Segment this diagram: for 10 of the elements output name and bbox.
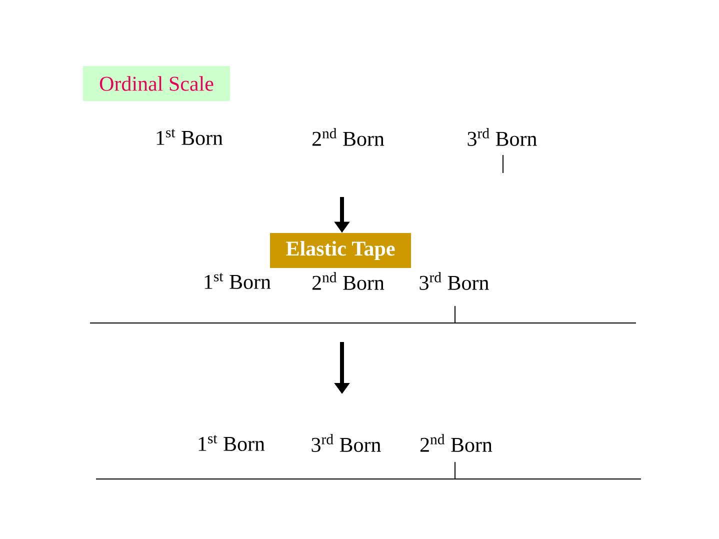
rank-label: 2$^{nd}$ Born (312, 128, 384, 146)
rank-label: 3$^{rd}$ Born (312, 434, 381, 452)
rank-label: 1$^{st}$ Born (156, 129, 223, 145)
rank-label: 1$^{st}$ Born (204, 273, 271, 289)
label-box: Elastic Tape (270, 233, 411, 268)
rank-label: 2$^{nd}$ Born (420, 434, 492, 452)
rank-label: 3$^{rd}$ Born (468, 128, 537, 146)
title-box: Ordinal Scale (83, 66, 230, 101)
rank-label: 3$^{rd}$ Born (420, 272, 489, 290)
rank-label: 1$^{st}$ Born (198, 435, 265, 451)
